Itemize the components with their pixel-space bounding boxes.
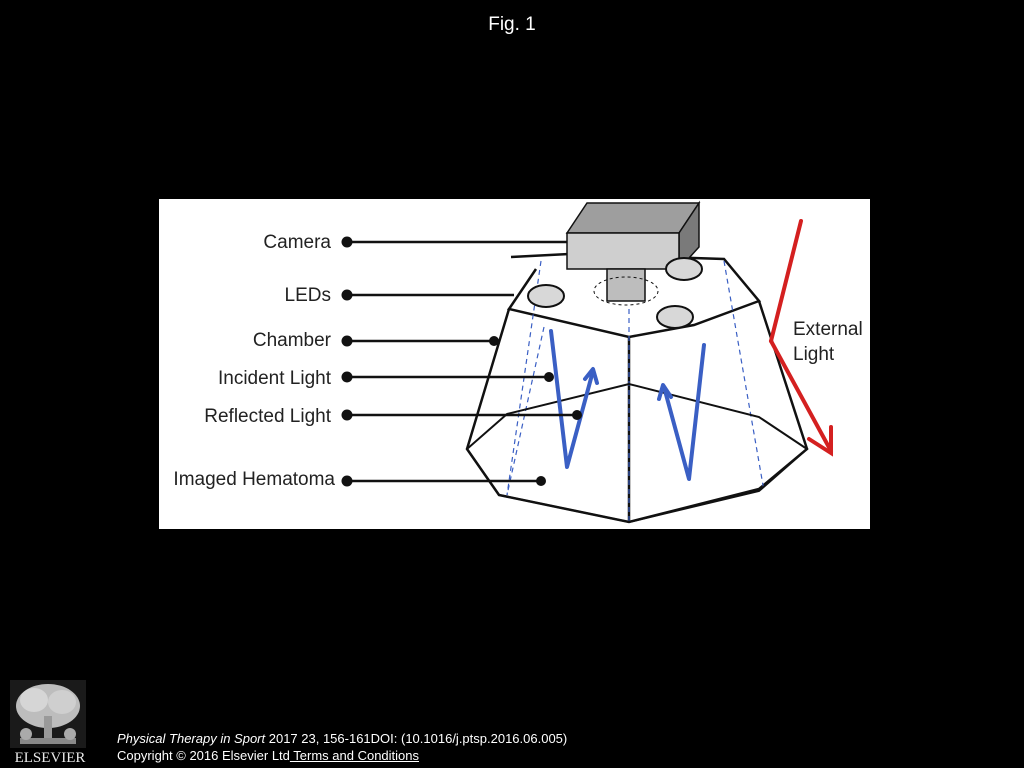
leader-lines [349, 240, 577, 483]
led-left [527, 284, 565, 308]
led-right-back [665, 257, 703, 281]
terms-link[interactable]: Terms and Conditions [289, 748, 420, 763]
label-imaged-hematoma: Imaged Hematoma [173, 469, 335, 490]
citation: Physical Therapy in Sport 2017 23, 156-1… [117, 731, 567, 746]
elsevier-tree-icon [10, 680, 86, 748]
figure-title: Fig. 1 [488, 14, 536, 35]
camera [565, 200, 701, 306]
elsevier-logo: ELSEVIER [8, 680, 88, 768]
copyright-text: Copyright © 2016 Elsevier Ltd [117, 748, 290, 763]
hematoma-region [465, 382, 809, 524]
led-right-front [656, 305, 694, 329]
label-leds: LEDs [285, 285, 331, 306]
label-incident-light: Incident Light [218, 368, 332, 389]
elsevier-wordmark: ELSEVIER [14, 750, 86, 766]
copyright-line: Copyright © 2016 Elsevier Ltd Terms and … [117, 748, 419, 763]
citation-details: 2017 23, 156-161DOI: (10.1016/j.ptsp.201… [265, 731, 568, 746]
external-light-arrow [769, 219, 833, 457]
light-rays [549, 329, 706, 481]
label-external-light-1: External [793, 319, 863, 340]
leader-dots [341, 236, 582, 487]
label-camera: Camera [263, 232, 331, 253]
label-chamber: Chamber [253, 330, 332, 351]
label-reflected-light: Reflected Light [204, 406, 331, 427]
chamber-diagram: Camera LEDs Chamber Incident Light Refle… [173, 200, 863, 524]
figure-panel: Camera LEDs Chamber Incident Light Refle… [159, 199, 870, 529]
journal-name: Physical Therapy in Sport [117, 731, 266, 746]
label-external-light-2: Light [793, 344, 835, 365]
